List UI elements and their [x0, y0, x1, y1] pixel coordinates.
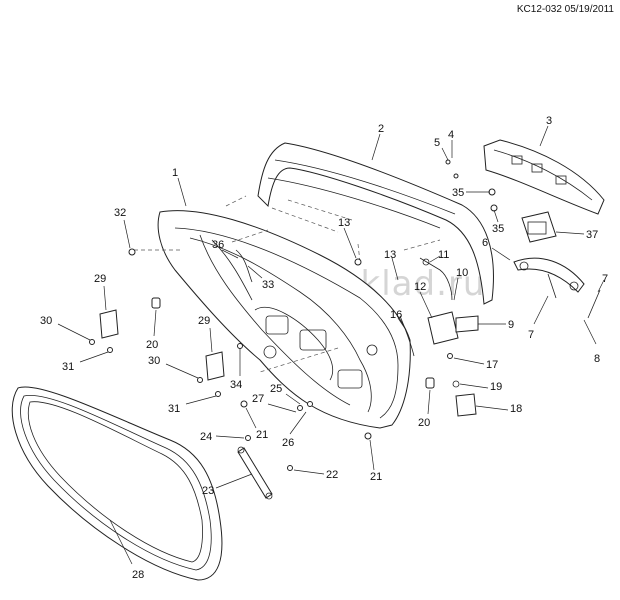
callout-4: 4	[448, 129, 454, 141]
callout-17: 17	[486, 359, 498, 371]
spoiler-drawing	[257, 142, 494, 305]
callout-30: 30	[40, 315, 52, 327]
striker-drawing	[452, 380, 477, 417]
callout-7: 7	[602, 273, 608, 285]
callout-28: 28	[132, 569, 144, 581]
callout-19: 19	[490, 381, 502, 393]
callout-21b: 21	[370, 471, 382, 483]
callout-27: 27	[252, 393, 264, 405]
callout-29: 29	[94, 273, 106, 285]
weatherstrip-drawing	[11, 386, 223, 581]
callout-25: 25	[270, 383, 282, 395]
latch-drawing	[399, 257, 479, 357]
callout-36: 36	[212, 239, 224, 251]
callout-26: 26	[282, 437, 294, 449]
callout-16: 16	[390, 309, 402, 321]
callout-1: 1	[172, 167, 178, 179]
lamp-bracket-drawing	[521, 211, 557, 243]
bumper-drawings	[151, 297, 435, 389]
callout-9: 9	[508, 319, 514, 331]
gas-strut-drawing	[237, 446, 273, 500]
callout-31b: 31	[168, 403, 180, 415]
callout-12: 12	[414, 281, 426, 293]
callout-11: 11	[438, 249, 449, 261]
callout-35: 35	[452, 187, 464, 199]
callout-34: 34	[230, 379, 242, 391]
handle-bracket-drawings	[99, 309, 225, 381]
callout-13b: 13	[384, 249, 396, 261]
callout-37: 37	[586, 229, 598, 241]
callout-23: 23	[202, 485, 214, 497]
callout-20b: 20	[418, 417, 430, 429]
callout-29b: 29	[198, 315, 210, 327]
hinge-drawing	[513, 257, 601, 319]
callout-8: 8	[594, 353, 600, 365]
callouts: 1 2 3 4 5 6 7 7 8 9 10 11 12 13 13 16 17	[40, 115, 608, 581]
callout-32: 32	[114, 207, 126, 219]
callout-2: 2	[378, 123, 384, 135]
callout-33: 33	[262, 279, 274, 291]
callout-3: 3	[546, 115, 552, 127]
callout-7b: 7	[528, 329, 534, 341]
tail-lamp-drawing	[483, 139, 605, 215]
callout-20: 20	[146, 339, 158, 351]
callout-35b: 35	[492, 223, 504, 235]
callout-18: 18	[510, 403, 522, 415]
callout-13: 13	[338, 217, 350, 229]
trunk-lid-drawing	[157, 210, 411, 429]
reference-code: KC12-032 05/19/2011	[516, 4, 614, 15]
callout-24: 24	[200, 431, 212, 443]
callout-5: 5	[434, 137, 440, 149]
callout-31: 31	[62, 361, 74, 373]
callout-21: 21	[256, 429, 268, 441]
alignment-lines	[130, 195, 441, 373]
callout-6: 6	[482, 237, 488, 249]
callout-10: 10	[456, 267, 468, 279]
callout-22: 22	[326, 469, 338, 481]
callout-30b: 30	[148, 355, 160, 367]
